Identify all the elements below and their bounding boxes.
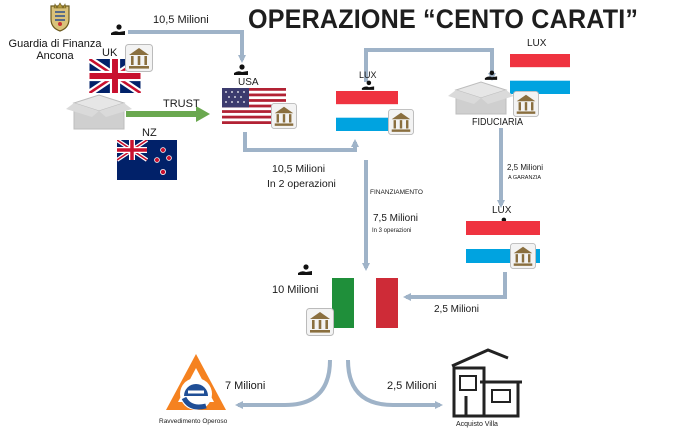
- gdf-emblem: [47, 2, 73, 32]
- trust-box-icon: [66, 93, 132, 131]
- organization-line2: Ancona: [36, 50, 74, 62]
- lux-right-label: LUX: [492, 205, 512, 216]
- hand-money-icon: [297, 264, 313, 276]
- financing-label: FINANZIAMENTO: [370, 189, 423, 196]
- bank-icon: [271, 103, 297, 129]
- hand-money-icon: [233, 64, 249, 76]
- organization-name: Guardia di Finanza Ancona: [0, 38, 110, 62]
- arrow-lux-fiduciaria: [364, 48, 496, 82]
- fiduciaria-label: FIDUCIARIA: [472, 117, 524, 128]
- arrow-italy-agency: [235, 359, 332, 409]
- arrow-luxright-italy: [403, 272, 507, 301]
- trust-label: TRUST: [163, 98, 200, 110]
- bank-icon: [513, 91, 539, 117]
- hand-money-icon: [484, 70, 498, 81]
- lux-left-flag: [336, 91, 398, 131]
- bank-icon: [388, 109, 414, 135]
- amount-financing-line2: In 3 operazioni: [372, 228, 412, 234]
- amount-top-label: 10,5 Milioni: [153, 14, 209, 26]
- lux-top-label: LUX: [527, 38, 547, 49]
- amount-left-outflow: 7 Milioni: [225, 380, 266, 392]
- agency-logo-icon: [164, 352, 228, 416]
- hand-money-icon: [110, 24, 126, 36]
- fiduciaria-box-icon: [448, 80, 514, 116]
- hand-money-icon: [361, 80, 375, 91]
- guarantee-line1: 2,5 Milioni: [507, 163, 544, 172]
- organization-line1: Guardia di Finanza: [8, 38, 102, 50]
- uk-label: UK: [102, 47, 118, 59]
- villa-label: Acquisto Villa: [456, 421, 498, 428]
- usa-label: USA: [238, 77, 259, 88]
- arrow-uk-usa: [128, 30, 246, 63]
- page-title: OPERAZIONE “CENTO CARATI”: [248, 4, 639, 34]
- bank-icon: [510, 243, 536, 269]
- amount-financing-line1: 7,5 Milioni: [373, 213, 419, 224]
- ravvedimento-label: Ravvedimento Operoso: [159, 418, 228, 425]
- amount-right-outflow: 2,5 Milioni: [387, 380, 437, 392]
- lux-top-flag: [510, 54, 570, 94]
- bank-icon: [125, 44, 153, 72]
- nz-flag: [117, 140, 177, 180]
- villa-house-icon: [448, 346, 524, 420]
- arrow-usa-lux: [243, 132, 359, 152]
- italy-flag: [332, 278, 398, 328]
- amount-mid-line1: 10,5 Milioni: [272, 163, 326, 175]
- amount-italy: 10 Milioni: [272, 284, 319, 296]
- guarantee-line2: A GARANZIA: [508, 175, 542, 181]
- lux-left-label: LUX: [359, 70, 377, 80]
- amount-luxright-italy: 2,5 Milioni: [434, 304, 480, 315]
- nz-label: NZ: [142, 127, 157, 139]
- bank-icon: [306, 308, 334, 336]
- arrow-italy-villa: [346, 359, 443, 409]
- amount-mid-line2: In 2 operazioni: [267, 178, 336, 190]
